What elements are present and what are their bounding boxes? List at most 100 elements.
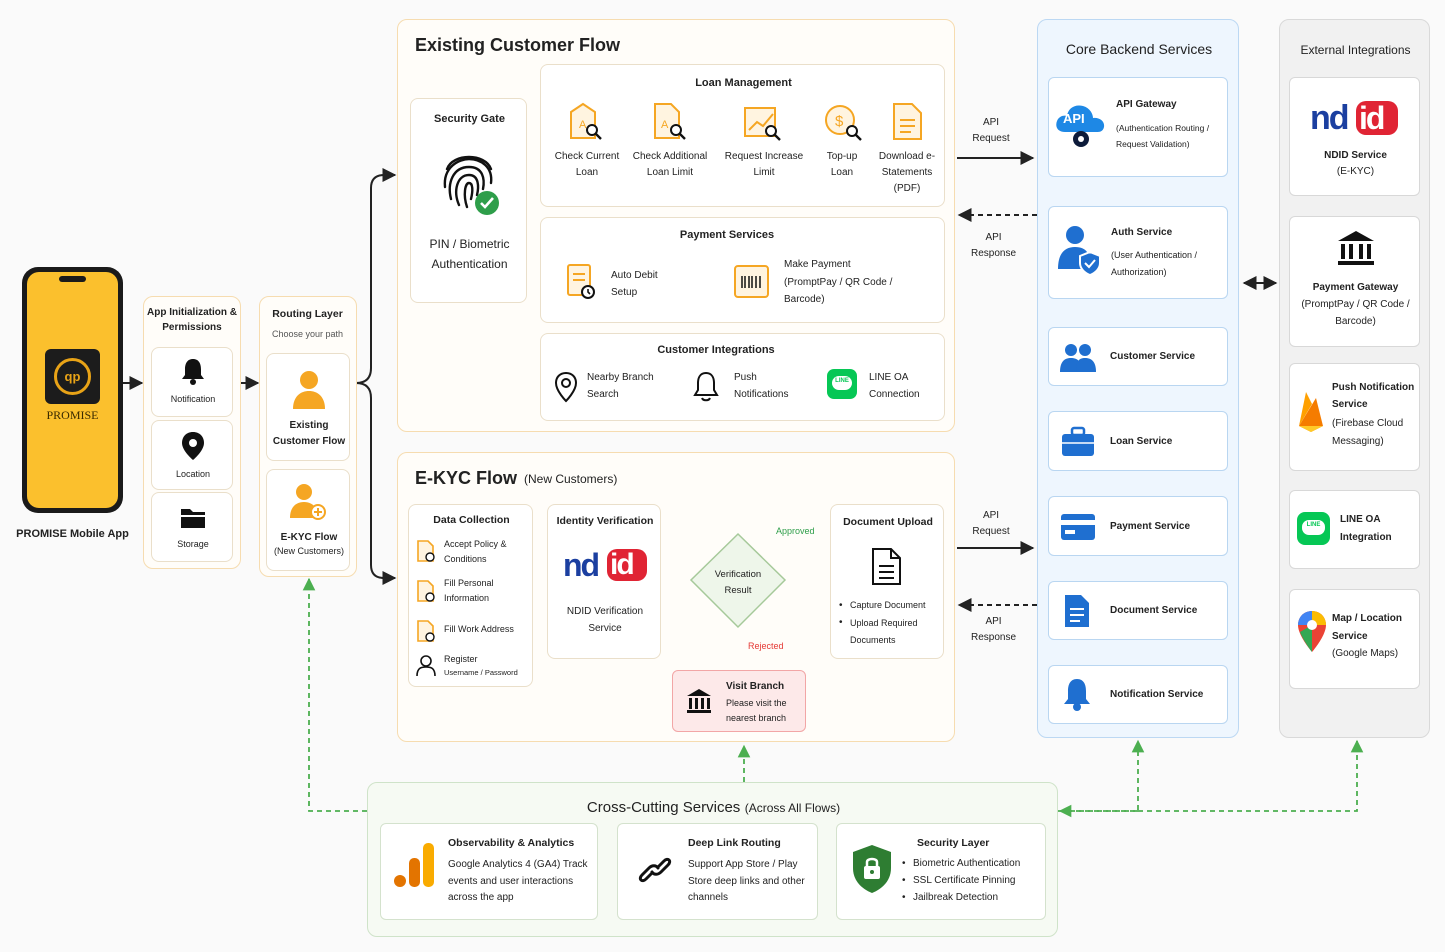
promise-logo: qp bbox=[45, 349, 100, 404]
promise-brand-text: PROMISE bbox=[46, 408, 99, 422]
loan-service-card[interactable]: Loan Service bbox=[1048, 411, 1228, 471]
line-oa-label[interactable]: LINE OA Connection bbox=[869, 372, 920, 400]
folder-icon bbox=[181, 509, 205, 528]
identity-verification-card: Identity Verification nd id NDID Verific… bbox=[547, 504, 661, 659]
fill-personal-label[interactable]: Fill Personal Information bbox=[444, 578, 494, 603]
loan-management-card: Loan Management bbox=[540, 64, 945, 207]
register-label[interactable]: Register bbox=[444, 654, 478, 664]
deeplink-card[interactable]: Deep Link Routing Support App Store / Pl… bbox=[617, 823, 818, 920]
security-layer-card[interactable]: Security Layer • Biometric Authenticatio… bbox=[836, 823, 1046, 920]
make-payment-label[interactable]: Make Payment (PromptPay / QR Code / Barc… bbox=[784, 259, 893, 305]
ext-push-card[interactable]: Push Notification Service (Firebase Clou… bbox=[1289, 363, 1420, 471]
shield-lock-icon bbox=[853, 845, 891, 893]
nearby-branch-label[interactable]: Nearby Branch Search bbox=[587, 372, 654, 400]
verification-decision bbox=[689, 532, 787, 629]
perm-notification: Notification bbox=[151, 347, 233, 417]
users-group-icon bbox=[1060, 344, 1096, 372]
auto-debit-label[interactable]: Auto Debit Setup bbox=[611, 270, 658, 298]
ext-payment-gateway-card[interactable]: Payment Gateway (PromptPay / QR Code / B… bbox=[1289, 216, 1420, 347]
api-gateway-card[interactable]: API API Gateway (Authentication Routing … bbox=[1048, 77, 1228, 177]
register-sub: Username / Password bbox=[444, 668, 518, 677]
existing-flow-title: Existing Customer Flow bbox=[415, 35, 621, 55]
firebase-icon bbox=[1299, 392, 1323, 432]
push-bell-icon bbox=[693, 371, 719, 402]
routing-section: Routing Layer Choose your path Existing … bbox=[259, 296, 357, 577]
customer-integrations-card: Customer Integrations Nearby Branch Sear… bbox=[540, 333, 945, 421]
external-title: External Integrations bbox=[1300, 43, 1411, 57]
user-icon bbox=[293, 371, 325, 409]
security-gate-card: Security Gate PIN / Biometric Authentica… bbox=[410, 98, 527, 303]
line-logo-icon: LINE bbox=[1297, 512, 1330, 545]
auto-debit-icon bbox=[567, 264, 595, 299]
bell-blue-icon bbox=[1064, 679, 1090, 711]
ext-map-card[interactable]: Map / Location Service (Google Maps) bbox=[1289, 589, 1420, 689]
route-existing[interactable]: Existing Customer Flow bbox=[266, 353, 350, 461]
bank-building-icon bbox=[687, 689, 711, 713]
briefcase-icon bbox=[1062, 426, 1094, 456]
upload-documents-label[interactable]: Upload Required Documents bbox=[850, 618, 918, 645]
svg-text:$: $ bbox=[835, 113, 844, 130]
ekyc-flow-subtitle: (New Customers) bbox=[524, 472, 618, 486]
check-loan-icon: A bbox=[570, 102, 602, 140]
credit-card-icon bbox=[1061, 514, 1095, 540]
register-user-icon bbox=[416, 655, 436, 677]
auth-service-card[interactable]: Auth Service (User Authentication / Auth… bbox=[1048, 206, 1228, 299]
bell-icon bbox=[182, 359, 204, 385]
visit-branch-card: Visit Branch Please visit the nearest br… bbox=[672, 670, 806, 732]
work-address-label[interactable]: Fill Work Address bbox=[444, 624, 514, 634]
personal-info-icon bbox=[417, 580, 435, 602]
observability-card[interactable]: Observability & Analytics Google Analyti… bbox=[380, 823, 598, 920]
bank-icon bbox=[1338, 231, 1374, 265]
topup-icon: $ bbox=[825, 105, 862, 141]
fingerprint-icon bbox=[443, 155, 499, 215]
user-shield-icon bbox=[1058, 226, 1101, 277]
document-service-card[interactable]: Document Service bbox=[1048, 581, 1228, 640]
notification-service-card[interactable]: Notification Service bbox=[1048, 665, 1228, 724]
ext-ndid-card[interactable]: nd id NDID Service (E-KYC) bbox=[1289, 77, 1420, 196]
svg-text:A: A bbox=[579, 119, 587, 131]
promise-phone: qp PROMISE bbox=[22, 267, 123, 513]
ndid-logo: nd id bbox=[563, 545, 653, 585]
ext-line-card[interactable]: LINE LINE OA Integration bbox=[1289, 490, 1420, 569]
accept-policy-label[interactable]: Accept Policy & Conditions bbox=[444, 539, 507, 564]
policy-doc-icon bbox=[417, 540, 435, 562]
rejected-label: Rejected bbox=[748, 641, 784, 651]
api-cloud-icon bbox=[1056, 105, 1105, 147]
cross-title: Cross-Cutting Services bbox=[586, 799, 741, 816]
core-title: Core Backend Services bbox=[1065, 41, 1213, 57]
routing-subtitle: Choose your path bbox=[271, 329, 344, 339]
api-request-label-bottom: API Request bbox=[972, 510, 1010, 537]
line-logo-icon: LINE bbox=[827, 369, 857, 399]
route-ekyc[interactable]: E-KYC Flow (New Customers) bbox=[266, 469, 350, 571]
map-pin-icon bbox=[554, 371, 578, 403]
api-request-label-top: API Request bbox=[972, 117, 1010, 144]
pdf-doc-icon bbox=[893, 103, 922, 140]
perm-storage: Storage bbox=[151, 492, 233, 562]
additional-loan-icon: A bbox=[654, 103, 686, 140]
document-icon bbox=[872, 548, 901, 585]
increase-limit-icon bbox=[744, 107, 781, 141]
location-pin-icon bbox=[182, 432, 204, 460]
push-notifications-label[interactable]: Push Notifications bbox=[734, 372, 789, 400]
app-label: PROMISE Mobile App bbox=[16, 528, 129, 540]
customer-service-card[interactable]: Customer Service bbox=[1048, 327, 1228, 386]
data-collection-card: Data Collection Accept Policy & Conditio… bbox=[408, 504, 533, 687]
analytics-bars-icon bbox=[394, 843, 434, 887]
ndid-logo: nd id bbox=[1310, 96, 1405, 140]
arrow-routing-fork-ekyc bbox=[355, 382, 397, 585]
decision-label: Verification Result bbox=[714, 569, 762, 597]
api-response-label-bottom: API Response bbox=[970, 616, 1017, 643]
document-upload-card: Document Upload • Capture Document • Upl… bbox=[830, 504, 944, 659]
cross-subtitle: (Across All Flows) bbox=[744, 801, 841, 815]
init-title: App Initialization & Permissions bbox=[147, 307, 237, 333]
payment-services-card: Payment Services Auto Debit Setup Make P… bbox=[540, 217, 945, 323]
document-blue-icon bbox=[1065, 595, 1089, 627]
payment-service-card[interactable]: Payment Service bbox=[1048, 496, 1228, 556]
barcode-icon bbox=[734, 265, 769, 298]
capture-document-label[interactable]: Capture Document bbox=[850, 600, 926, 610]
routing-title: Routing Layer bbox=[272, 308, 343, 320]
ekyc-flow-title: E-KYC Flow bbox=[415, 468, 517, 488]
arrow-routing-fork bbox=[355, 168, 397, 384]
add-user-icon bbox=[290, 484, 326, 520]
work-address-icon bbox=[417, 620, 435, 642]
